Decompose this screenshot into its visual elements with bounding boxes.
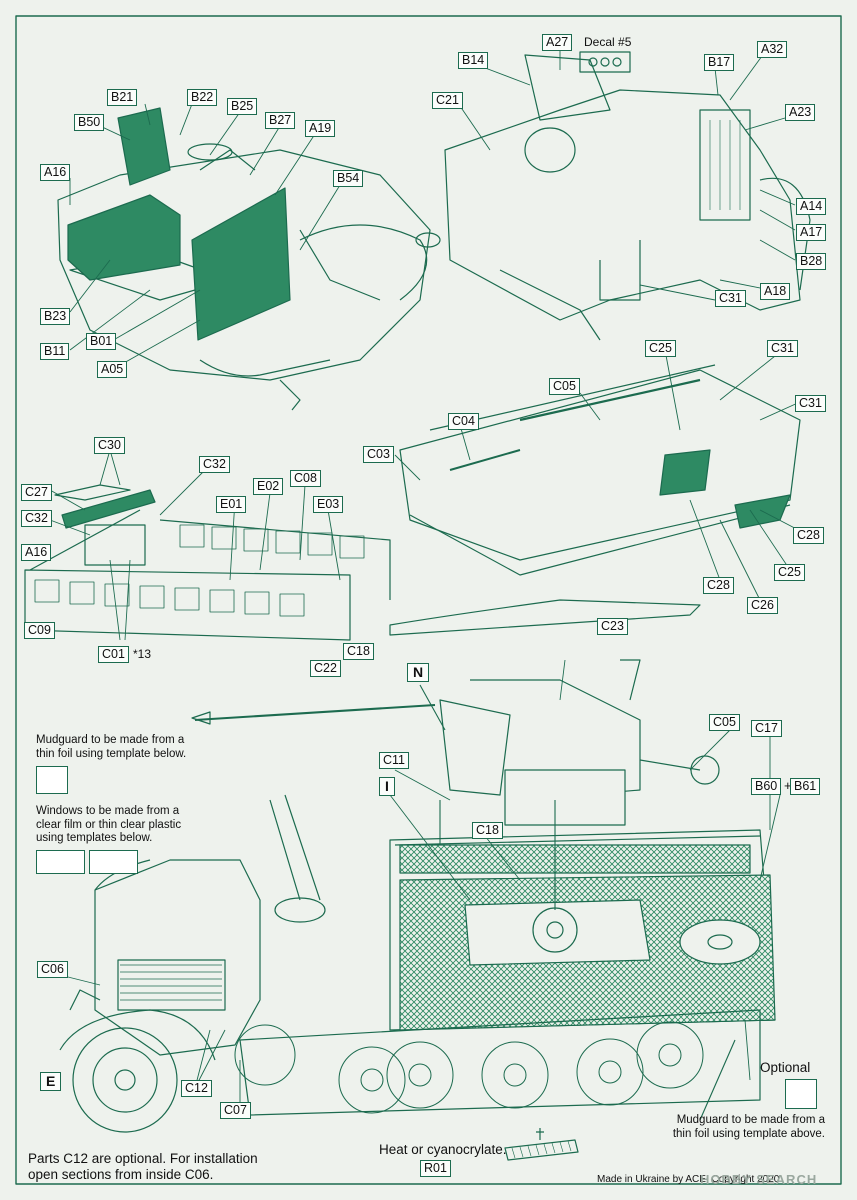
- label-c25-bottom: C25: [774, 564, 805, 581]
- label-r01: R01: [420, 1160, 451, 1177]
- watermark: HOBBY SEARCH: [700, 1172, 818, 1187]
- label-a14: A14: [796, 198, 827, 215]
- label-c30: C30: [94, 437, 125, 454]
- label-c27: C27: [21, 484, 52, 501]
- label-c12: C12: [181, 1080, 212, 1097]
- label-a16: A16: [40, 164, 71, 181]
- label-b60: B60: [751, 778, 782, 795]
- label-c04: C04: [448, 413, 479, 430]
- label-b11: B11: [40, 343, 70, 360]
- label-c21: C21: [432, 92, 463, 109]
- note-mudguard-bottom: Mudguard to be made from a thin foil usi…: [672, 1114, 825, 1140]
- label-a19: A19: [305, 120, 336, 137]
- label-c25-top: C25: [645, 340, 676, 357]
- note-windows: Windows to be made from a clear film or …: [36, 805, 182, 844]
- label-c18-main: C18: [472, 822, 503, 839]
- optional-template: [785, 1079, 817, 1109]
- plus-sign: +: [784, 778, 792, 793]
- label-c07: C07: [220, 1102, 251, 1119]
- label-b61: B61: [790, 778, 821, 795]
- label-a05: A05: [97, 361, 128, 378]
- label-b17: B17: [704, 54, 735, 71]
- label-i: I: [379, 777, 395, 796]
- label-c31-right: C31: [795, 395, 826, 412]
- label-b27: B27: [265, 112, 296, 129]
- label-c11: C11: [379, 752, 410, 769]
- label-c26: C26: [747, 597, 778, 614]
- label-c06: C06: [37, 961, 68, 978]
- label-a27: A27: [542, 34, 573, 51]
- label-b14: B14: [458, 52, 489, 69]
- label-c09: C09: [24, 622, 55, 639]
- label-c05-gun: C05: [709, 714, 740, 731]
- label-c17: C17: [751, 720, 782, 737]
- label-c03: C03: [363, 446, 394, 463]
- label-a32: A32: [757, 41, 788, 58]
- label-b23: B23: [40, 308, 71, 325]
- label-e: E: [40, 1072, 62, 1091]
- label-a18: A18: [760, 283, 791, 300]
- label-c18-bed: C18: [343, 643, 374, 660]
- label-c28-left: C28: [703, 577, 734, 594]
- label-e03: E03: [313, 496, 344, 513]
- note-mudguard-top: Mudguard to be made from a thin foil usi…: [36, 734, 187, 760]
- note-optional: Optional: [760, 1060, 811, 1075]
- label-b22: B22: [187, 89, 218, 106]
- label-a17: A17: [796, 224, 827, 241]
- label-c28-right: C28: [793, 527, 824, 544]
- label-e01: E01: [216, 496, 247, 513]
- decal-tag: Decal #5: [584, 35, 632, 49]
- label-a23: A23: [785, 104, 816, 121]
- label-c32-left: C32: [21, 510, 52, 527]
- label-b50: B50: [74, 114, 105, 131]
- label-c32-top: C32: [199, 456, 230, 473]
- label-n: N: [407, 663, 430, 682]
- label-b54: B54: [333, 170, 364, 187]
- label-b25: B25: [227, 98, 258, 115]
- note-parts-c12: Parts C12 are optional. For installation…: [28, 1151, 258, 1182]
- label-c08: C08: [290, 470, 321, 487]
- copyright-footer: Made in Ukraine by ACE. Copyright 2020: [597, 1174, 780, 1185]
- label-b01: B01: [86, 333, 117, 350]
- window-template-left: [36, 850, 85, 874]
- window-template-right: [89, 850, 138, 874]
- label-c23: C23: [597, 618, 628, 635]
- c01-quantity: *13: [133, 647, 152, 661]
- mudguard-template: [36, 766, 68, 794]
- label-b21: B21: [107, 89, 138, 106]
- label-b28: B28: [796, 253, 827, 270]
- label-c05-bed: C05: [549, 378, 580, 395]
- label-a16-bed: A16: [21, 544, 52, 561]
- label-e02: E02: [253, 478, 284, 495]
- label-c31-top: C31: [767, 340, 798, 357]
- label-c31: C31: [715, 290, 746, 307]
- note-glue: Heat or cyanocrylate.: [379, 1142, 507, 1157]
- label-c22: C22: [310, 660, 341, 677]
- label-c01: C01: [98, 646, 129, 663]
